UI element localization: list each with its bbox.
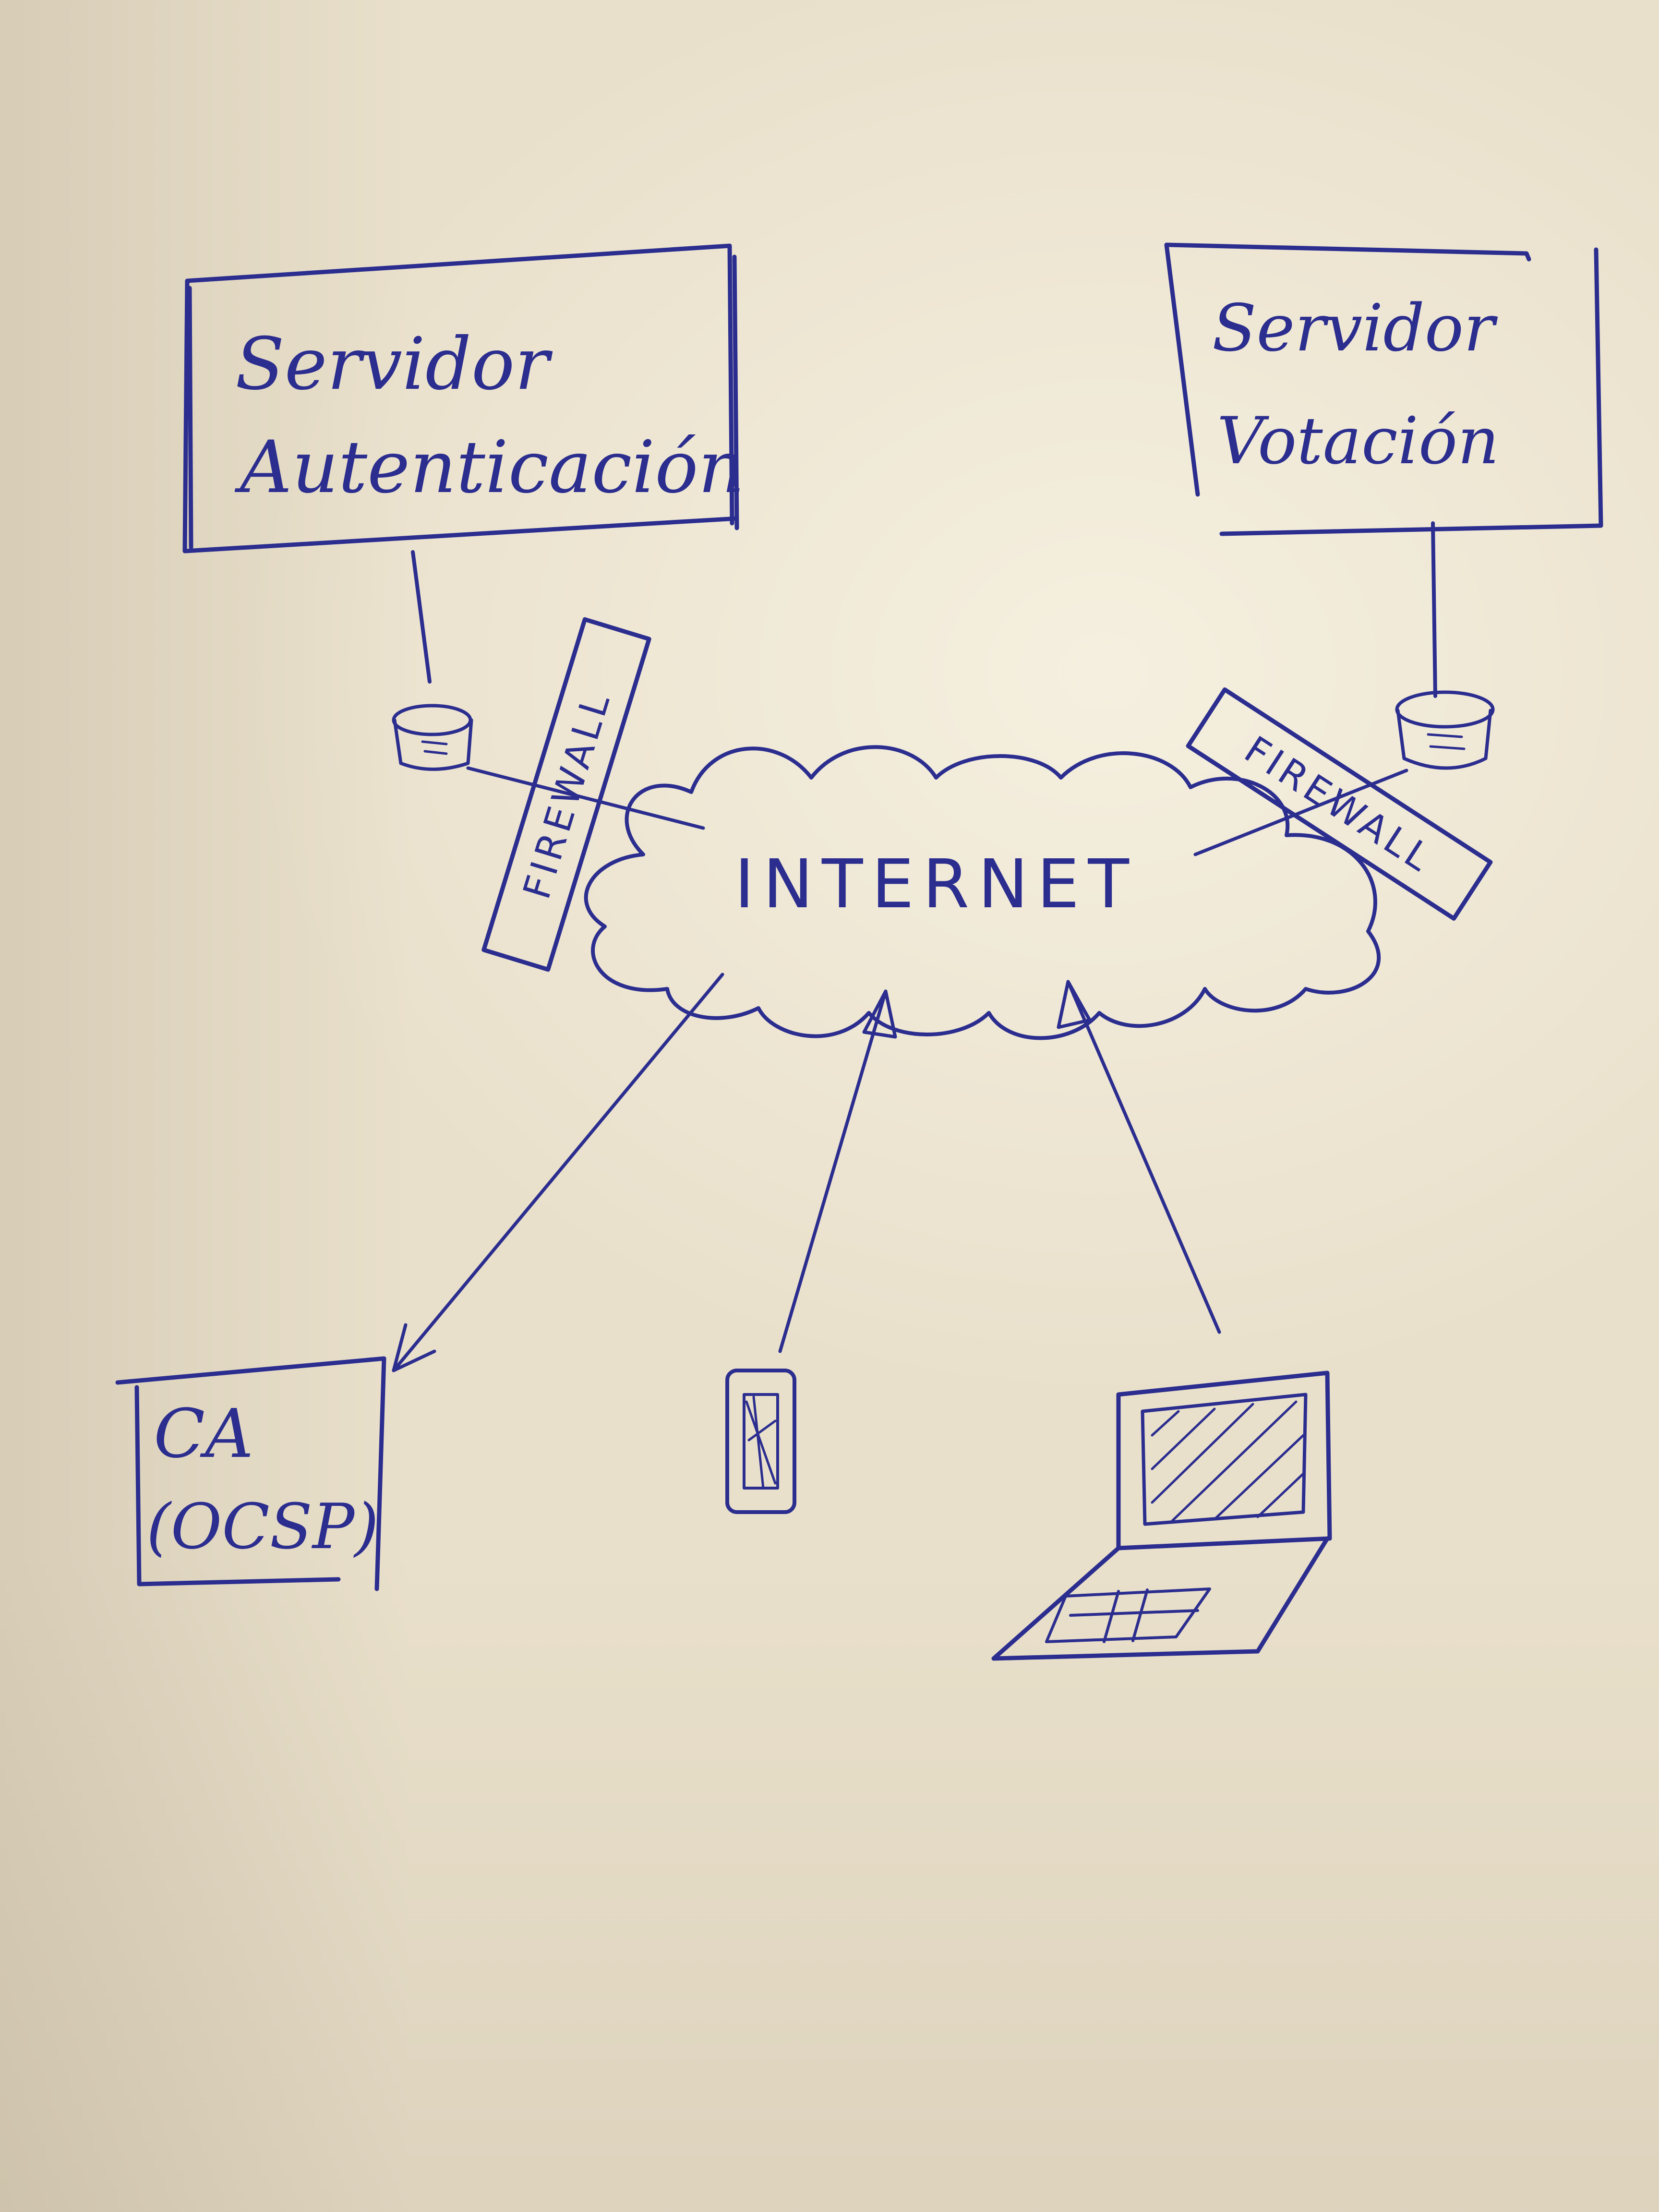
firewall-right-label: FIREWALL bbox=[1237, 728, 1441, 882]
laptop-to-internet-arrow bbox=[1057, 980, 1221, 1334]
vote-server-box: Servidor Votación bbox=[1164, 242, 1603, 536]
vote-db-to-internet-link bbox=[1193, 769, 1408, 856]
ca-ocsp-box: CA (OCSP) bbox=[115, 1356, 386, 1591]
vote-server-uplink bbox=[1431, 521, 1437, 698]
database-icon bbox=[392, 704, 473, 771]
vote-server-label-2: Votación bbox=[1217, 403, 1499, 479]
cloud-icon: INTERNET bbox=[584, 745, 1381, 1040]
vote-server-label-1: Servidor bbox=[1212, 290, 1498, 366]
ocsp-label: (OCSP) bbox=[146, 1490, 379, 1563]
ca-label: CA bbox=[154, 1395, 253, 1473]
internet-to-ca-arrow bbox=[392, 973, 724, 1372]
auth-server-box: Servidor Autenticación bbox=[182, 243, 745, 553]
laptop-icon bbox=[991, 1370, 1332, 1661]
database-icon bbox=[1395, 690, 1495, 770]
smartphone-icon bbox=[725, 1369, 796, 1514]
internet-label: INTERNET bbox=[734, 845, 1138, 924]
auth-server-label-1: Servidor bbox=[235, 323, 553, 406]
auth-server-uplink bbox=[411, 550, 432, 684]
auth-db-to-internet-link bbox=[466, 766, 705, 830]
phone-to-internet-arrow bbox=[778, 989, 897, 1353]
auth-server-label-2: Autenticación bbox=[234, 426, 745, 509]
firewall-right: FIREWALL bbox=[1186, 687, 1493, 921]
